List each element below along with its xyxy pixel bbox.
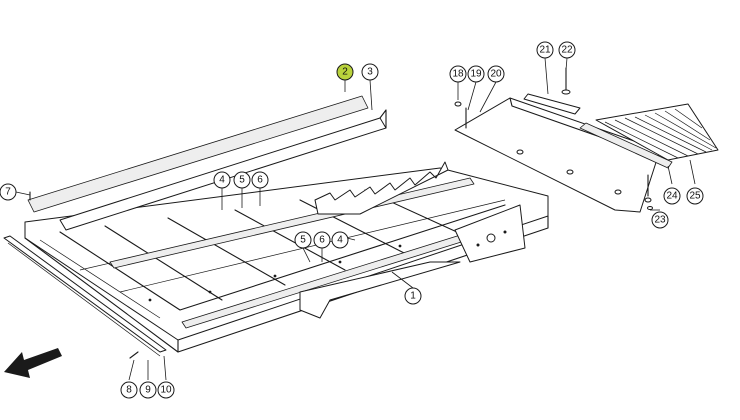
callout-1: 1 [404,287,422,305]
svg-text:9: 9 [145,385,151,396]
svg-text:2: 2 [342,67,348,78]
callout-5-upper: 5 [233,171,251,189]
svg-text:4: 4 [219,175,225,186]
callout-6-lower: 6 [313,231,331,249]
callout-9: 9 [139,381,157,399]
callout-24: 24 [663,187,681,205]
bolt-part-22 [561,67,571,95]
callout-5-lower: 5 [294,231,312,249]
callout-18: 18 [449,65,467,83]
arrow-down-left-icon [4,348,62,378]
svg-text:23: 23 [654,215,666,226]
svg-text:5: 5 [239,175,245,186]
svg-text:10: 10 [160,385,172,396]
svg-text:1: 1 [410,291,416,302]
callout-25: 25 [686,187,704,205]
svg-text:3: 3 [367,67,373,78]
svg-text:18: 18 [452,69,464,80]
small-fasteners [29,191,139,359]
callout-3: 3 [361,63,379,81]
svg-text:25: 25 [689,191,701,202]
callout-6-upper: 6 [251,171,269,189]
svg-text:6: 6 [257,175,263,186]
svg-text:24: 24 [666,191,678,202]
callout-2-highlighted: 2 [336,63,354,81]
svg-text:19: 19 [470,69,482,80]
callout-8: 8 [120,381,138,399]
callout-22: 22 [558,41,576,59]
callout-21: 21 [536,41,554,59]
svg-text:4: 4 [337,235,343,246]
svg-text:7: 7 [5,187,11,198]
callout-23: 23 [651,211,669,229]
callout-4-upper: 4 [213,171,231,189]
svg-text:20: 20 [490,69,502,80]
svg-text:21: 21 [539,45,551,56]
finger-grille [579,103,719,169]
callout-10: 10 [157,381,175,399]
callout-4-lower: 4 [331,231,349,249]
svg-text:6: 6 [319,235,325,246]
svg-text:5: 5 [300,235,306,246]
callout-7: 7 [0,183,17,201]
bracket-part-21 [523,93,581,115]
knife-section-bar [314,161,449,215]
callout-19: 19 [467,65,485,83]
callout-20: 20 [487,65,505,83]
svg-text:22: 22 [561,45,573,56]
hardware-bolts [454,101,653,210]
svg-text:8: 8 [126,385,132,396]
